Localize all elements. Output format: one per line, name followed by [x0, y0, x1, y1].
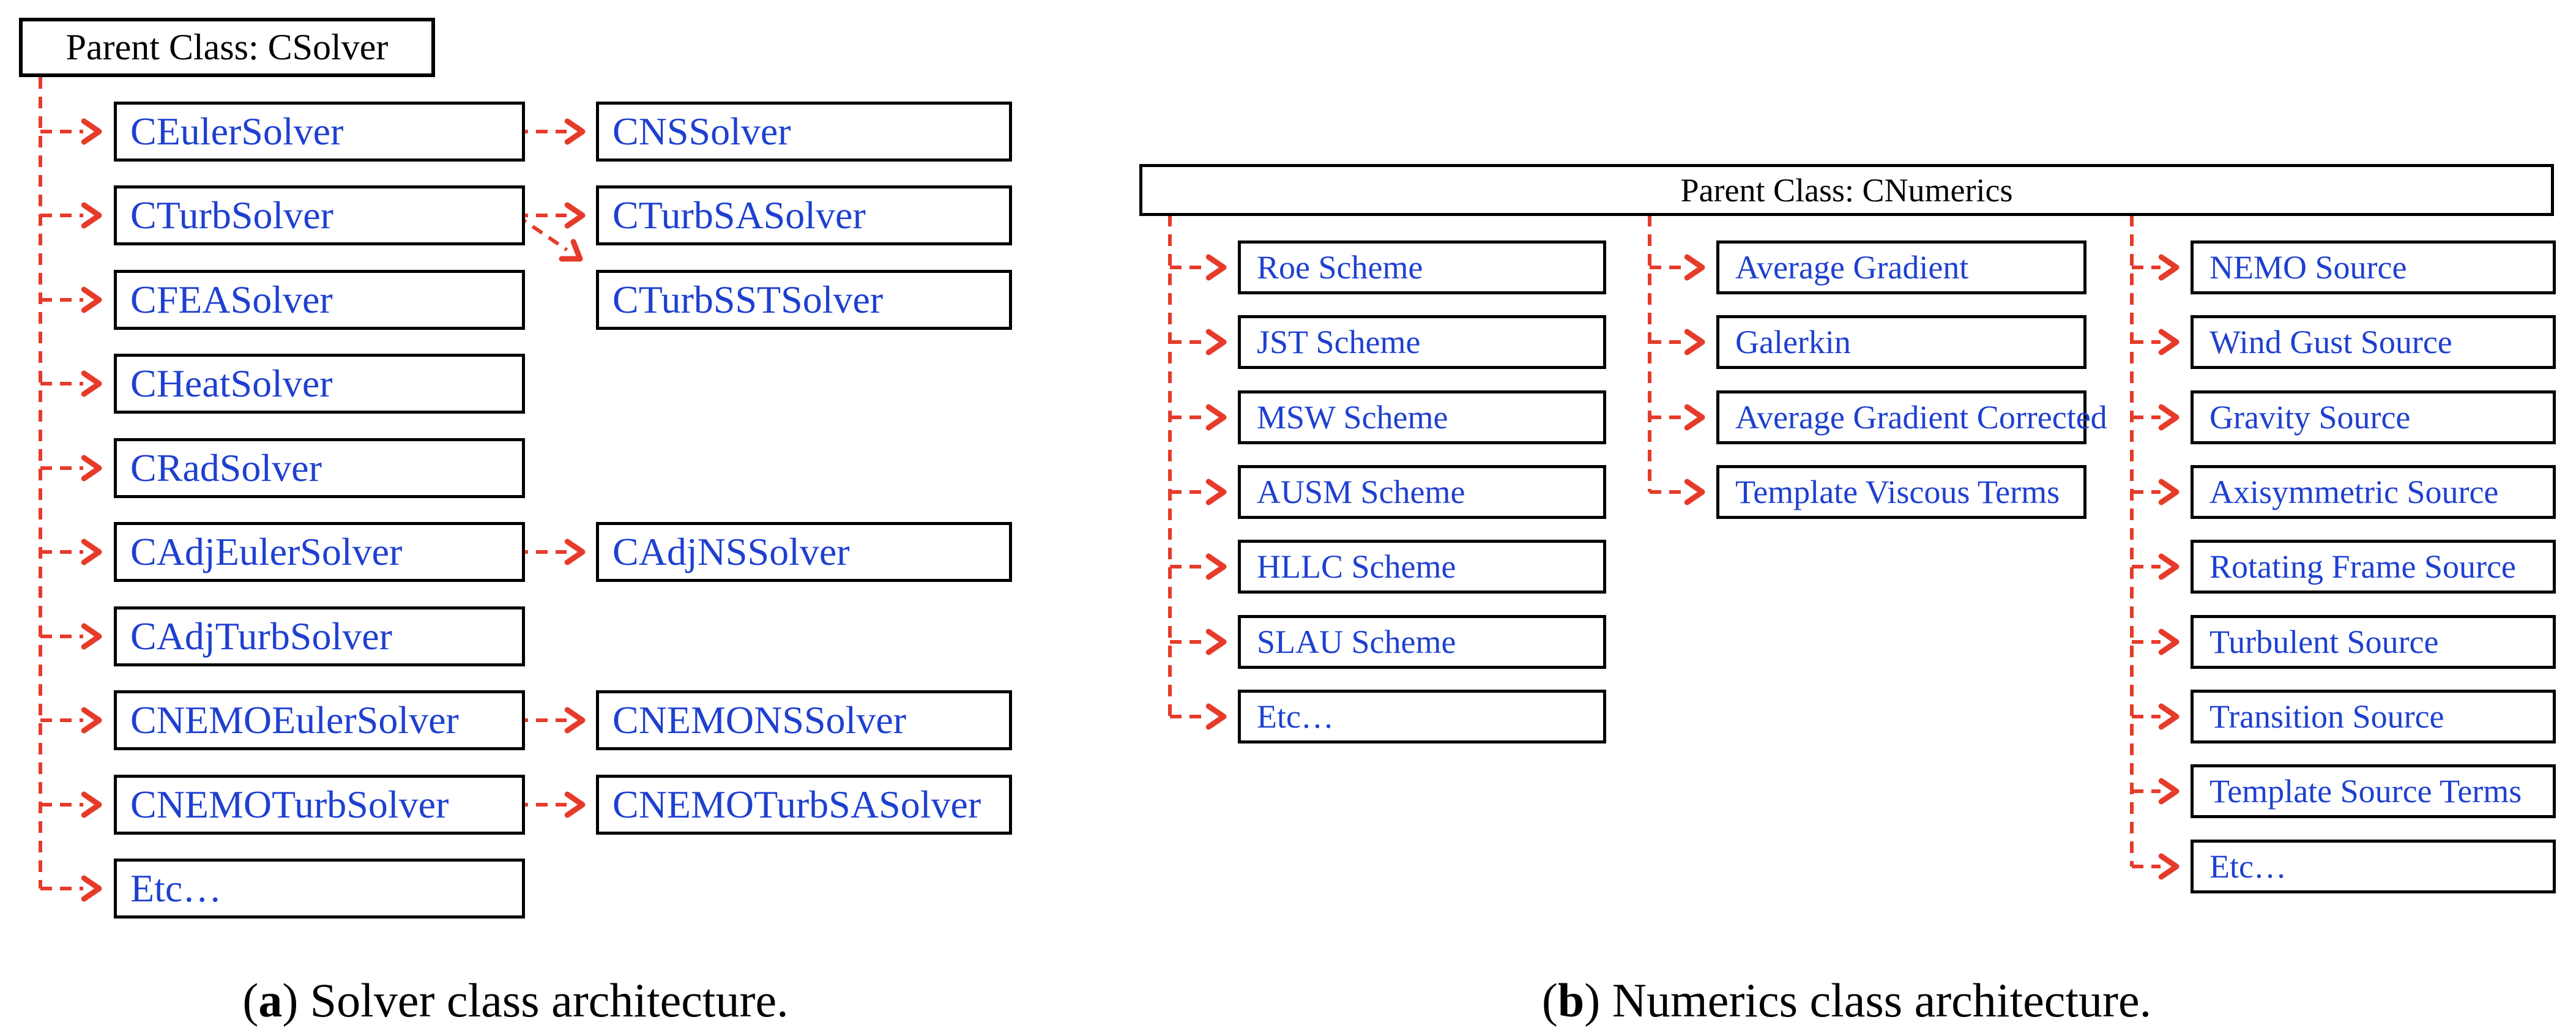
- arrowhead-icon: [1684, 479, 1705, 505]
- caption-a-text: ) Solver class architecture.: [282, 974, 789, 1027]
- panel-a-class-box-cadjturbsolver: CAdjTurbSolver: [114, 606, 525, 666]
- arrowhead-icon: [1684, 404, 1705, 431]
- panel-a-class-box-cradsolver: CRadSolver: [114, 438, 525, 498]
- caption-b-pre: (: [1541, 974, 1558, 1027]
- arrowhead-icon: [1684, 329, 1705, 356]
- arrowhead-icon: [2158, 853, 2180, 880]
- panel-b-col1-class-box-msw-scheme: MSW Scheme: [1238, 390, 1606, 444]
- panel-b-col2-class-box-template-viscous-terms: Template Viscous Terms: [1716, 465, 2086, 519]
- arrowhead-icon: [81, 286, 102, 313]
- panel-b-col1-class-box-slau-scheme: SLAU Scheme: [1238, 615, 1606, 669]
- panel-b-col3-class-box-etc: Etc…: [2191, 840, 2556, 893]
- arrowhead-icon: [2158, 479, 2180, 505]
- panel-b-col3-class-box-rotating-frame-source: Rotating Frame Source: [2191, 540, 2556, 594]
- arrowhead-icon: [2158, 329, 2180, 356]
- arrowhead-icon: [81, 538, 102, 565]
- panel-b-col2-class-box-galerkin: Galerkin: [1716, 315, 2086, 369]
- panel-a-class-box-cturbsasolver: CTurbSASolver: [596, 185, 1012, 245]
- caption-a-pre: (: [242, 974, 259, 1027]
- caption-a-letter: a: [258, 974, 283, 1027]
- arrowhead-icon: [1205, 254, 1227, 281]
- panel-a-class-box-cnssolver: CNSSolver: [596, 102, 1012, 162]
- caption-b-text: ) Numerics class architecture.: [1584, 974, 2152, 1027]
- arrowhead-icon: [81, 707, 102, 734]
- arrowhead-icon: [81, 370, 102, 397]
- arrowhead-icon: [2158, 628, 2180, 655]
- arrowhead-icon: [564, 791, 586, 818]
- panel-b-col1-class-box-etc: Etc…: [1238, 690, 1606, 743]
- panel-b-col1-class-box-jst-scheme: JST Scheme: [1238, 315, 1606, 369]
- arrowhead-icon: [2158, 254, 2180, 281]
- arrowhead-icon: [564, 538, 586, 565]
- panel-a-class-box-cturbsolver: CTurbSolver: [114, 185, 525, 245]
- panel-b-col3-class-box-turbulent-source: Turbulent Source: [2191, 615, 2556, 669]
- arrowhead-icon: [1205, 703, 1227, 730]
- arrowhead-icon: [559, 239, 583, 262]
- arrowhead-icon: [564, 202, 586, 229]
- panel-b-col3-class-box-transition-source: Transition Source: [2191, 690, 2556, 743]
- panel-b-col3-class-box-gravity-source: Gravity Source: [2191, 390, 2556, 444]
- panel-b-col1-class-box-ausm-scheme: AUSM Scheme: [1238, 465, 1606, 519]
- caption-panel-a: (a) Solver class architecture.: [19, 973, 1012, 1028]
- panel-a-class-box-cnemoeulersolver: CNEMOEulerSolver: [114, 690, 525, 750]
- caption-b-letter: b: [1557, 974, 1585, 1027]
- arrowhead-icon: [564, 118, 586, 145]
- arrowhead-icon: [1205, 479, 1227, 505]
- parent-class-box-cnumerics: Parent Class: CNumerics: [1139, 164, 2554, 216]
- arrowhead-icon: [81, 623, 102, 650]
- arrowhead-icon: [1205, 404, 1227, 431]
- panel-a-class-box-cnemonssolver: CNEMONSSolver: [596, 690, 1012, 750]
- panel-b-col3-class-box-template-source-terms: Template Source Terms: [2191, 764, 2556, 818]
- panel-b-col3-class-box-axisymmetric-source: Axisymmetric Source: [2191, 465, 2556, 519]
- arrowhead-icon: [81, 791, 102, 818]
- panel-a-class-box-ceulersolver: CEulerSolver: [114, 102, 525, 162]
- panel-a-class-box-cadjeulersolver: CAdjEulerSolver: [114, 522, 525, 582]
- panel-b-col3-class-box-nemo-source: NEMO Source: [2191, 240, 2556, 294]
- panel-a-class-box-etc: Etc…: [114, 859, 525, 919]
- arrowhead-icon: [81, 118, 102, 145]
- panel-b-col2-class-box-average-gradient-corrected: Average Gradient Corrected: [1716, 390, 2107, 444]
- arrowhead-icon: [81, 875, 102, 902]
- arrowhead-icon: [1684, 254, 1705, 281]
- arrowhead-icon: [2158, 553, 2180, 580]
- arrowhead-icon: [2158, 404, 2180, 431]
- arrowhead-icon: [81, 455, 102, 482]
- panel-b-col2-class-box-average-gradient: Average Gradient: [1716, 240, 2086, 294]
- panel-a-class-box-cnemoturbsolver: CNEMOTurbSolver: [114, 775, 525, 835]
- arrowhead-icon: [81, 202, 102, 229]
- panel-b-col1-class-box-roe-scheme: Roe Scheme: [1238, 240, 1606, 294]
- parent-class-box-csolver: Parent Class: CSolver: [19, 18, 435, 77]
- arrowhead-icon: [2158, 778, 2180, 805]
- panel-a-class-box-cheatsolver: CHeatSolver: [114, 354, 525, 414]
- arrowhead-icon: [1205, 553, 1227, 580]
- arrowhead-icon: [1205, 628, 1227, 655]
- arrowhead-icon: [2158, 703, 2180, 730]
- panel-b-col1-class-box-hllc-scheme: HLLC Scheme: [1238, 540, 1606, 594]
- panel-a-class-box-cturbsstsolver: CTurbSSTSolver: [596, 270, 1012, 330]
- caption-panel-b: (b) Numerics class architecture.: [1139, 973, 2554, 1028]
- arrowhead-icon: [1205, 329, 1227, 356]
- panel-a-class-box-cfeasolver: CFEASolver: [114, 270, 525, 330]
- panel-a-class-box-cnemoturbsasolver: CNEMOTurbSASolver: [596, 775, 1012, 835]
- panel-a-class-box-cadjnssolver: CAdjNSSolver: [596, 522, 1012, 582]
- arrowhead-icon: [564, 707, 586, 734]
- panel-b-col3-class-box-wind-gust-source: Wind Gust Source: [2191, 315, 2556, 369]
